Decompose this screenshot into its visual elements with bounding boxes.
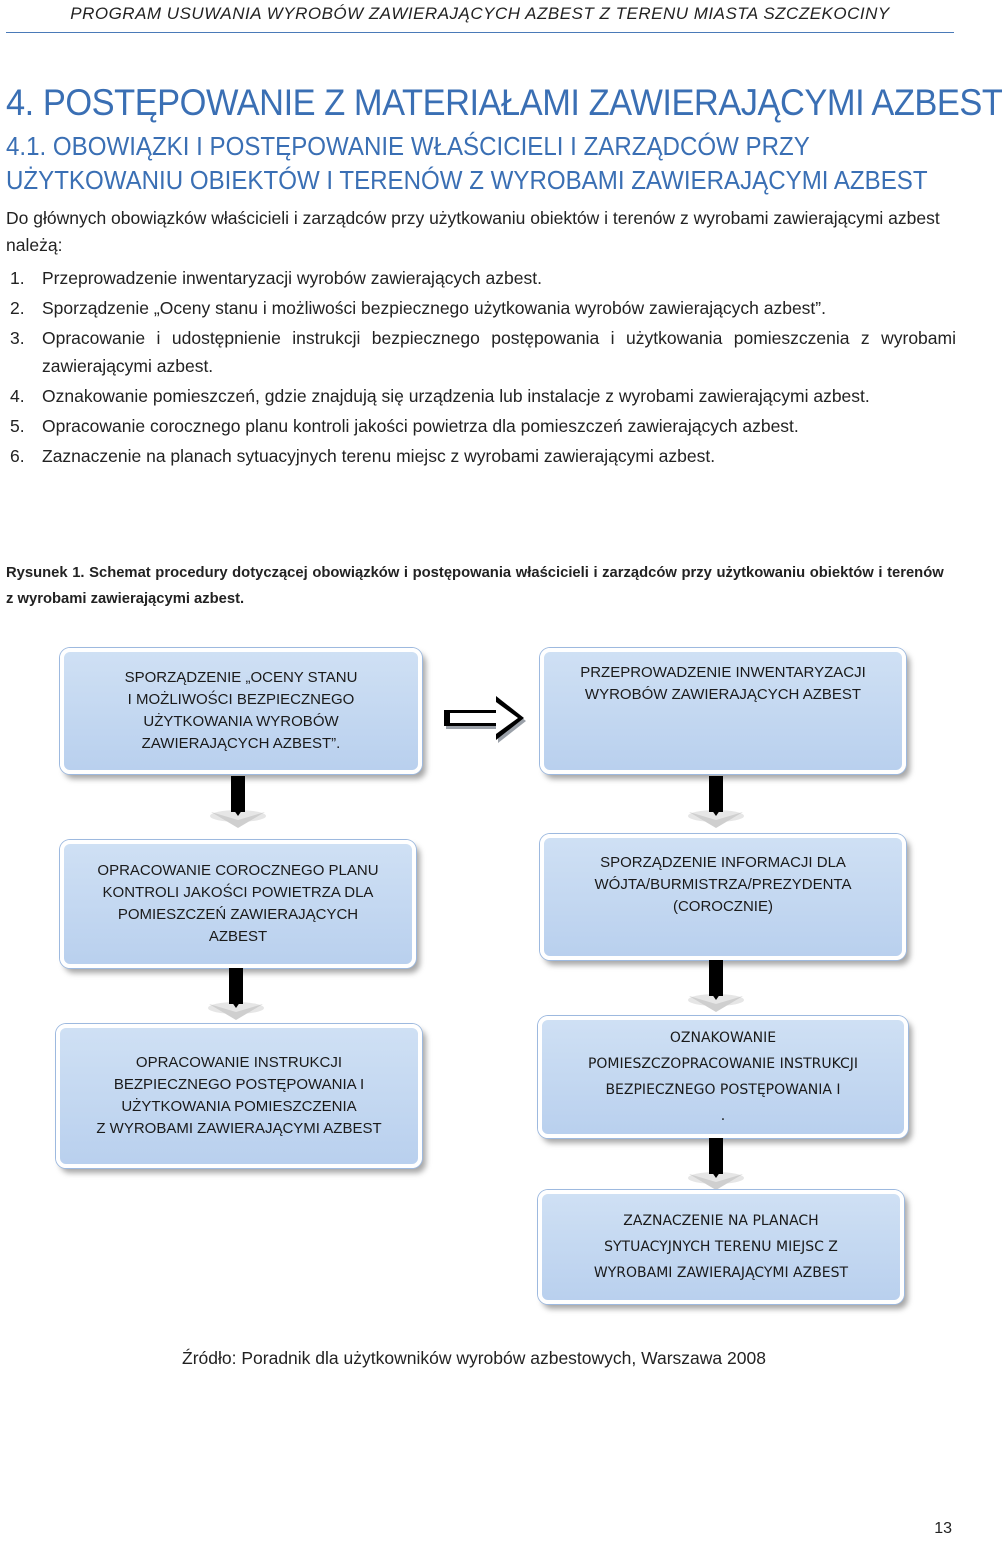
page-number: 13 [934,1520,952,1537]
list-item: 4. Oznakowanie pomieszczeń, gdzie znajdu… [6,382,956,410]
box-informacja-text: SPORZĄDZENIE INFORMACJI DLA WÓJTA/BURMIS… [594,854,852,915]
chapter-heading: 4. POSTĘPOWANIE Z MATERIAŁAMI ZAWIERAJĄC… [6,82,1002,123]
box-inwentaryzacja: PRZEPROWADZENIE INWENTARYZACJI WYROBÓW Z… [540,648,906,774]
list-item: 1. Przeprowadzenie inwentaryzacji wyrobó… [6,264,956,292]
list-item: 6. Zaznaczenie na planach sytuacyjnych t… [6,442,956,470]
list-item-text: Przeprowadzenie inwentaryzacji wyrobów z… [42,268,542,288]
box-oznakowanie: OZNAKOWANIE POMIESZCZOPRACOWANIE INSTRUK… [538,1016,908,1138]
list-item: 5. Opracowanie corocznego planu kontroli… [6,412,956,440]
box-instrukcja-text: OPRACOWANIE INSTRUKCJI BEZPIECZNEGO POST… [96,1054,382,1137]
list-item: 2. Sporządzenie „Oceny stanu i możliwośc… [6,294,956,322]
box-zaznaczenie: ZAZNACZENIE NA PLANACH SYTUACYJNYCH TERE… [538,1190,904,1304]
arrow-down-icon [688,776,744,828]
box-instrukcja: OPRACOWANIE INSTRUKCJI BEZPIECZNEGO POST… [56,1024,422,1168]
source-note: Źródło: Poradnik dla użytkowników wyrobó… [182,1348,766,1368]
arrow-down-icon [688,1138,744,1190]
list-item-number: 3. [10,328,25,348]
header-divider [6,32,954,33]
intro-paragraph: Do głównych obowiązków właścicieli i zar… [6,208,940,255]
box-inwentaryzacja-text: PRZEPROWADZENIE INWENTARYZACJI WYROBÓW Z… [580,664,866,703]
list-item-text: Oznakowanie pomieszczeń, gdzie znajdują … [42,386,870,406]
list-item: 3. Opracowanie i udostępnienie instrukcj… [6,324,956,380]
box-ocena-stanu: SPORZĄDZENIE „OCENY STANU I MOŻLIWOŚCI B… [60,648,422,774]
running-header: PROGRAM USUWANIA WYROBÓW ZAWIERAJĄCYCH A… [70,4,890,23]
figure-caption: Rysunek 1. Schemat procedury dotyczącej … [6,564,944,607]
arrow-down-icon [688,960,744,1012]
section-heading: 4.1. OBOWIĄZKI I POSTĘPOWANIE WŁAŚCICIEL… [6,133,928,195]
list-item-text: Sporządzenie „Oceny stanu i możliwości b… [42,298,826,318]
arrow-down-icon [208,968,264,1020]
box-zaznaczenie-text: ZAZNACZENIE NA PLANACH SYTUACYJNYCH TERE… [593,1213,849,1281]
box-ocena-stanu-text: SPORZĄDZENIE „OCENY STANU I MOŻLIWOŚCI B… [124,669,358,752]
box-oznakowanie-text: OZNAKOWANIE POMIESZCZOPRACOWANIE INSTRUK… [587,1030,859,1124]
list-item-text: Opracowanie corocznego planu kontroli ja… [42,416,799,436]
list-item-number: 2. [10,298,25,318]
arrow-right-icon [444,696,526,743]
list-item-number: 4. [10,386,25,406]
list-item-number: 5. [10,416,25,436]
arrow-down-icon [210,776,266,828]
box-plan-kontroli-text: OPRACOWANIE COROCZNEGO PLANU KONTROLI JA… [97,862,379,945]
box-plan-kontroli: OPRACOWANIE COROCZNEGO PLANU KONTROLI JA… [60,840,416,968]
list-item-number: 1. [10,268,25,288]
list-item-text: Opracowanie i udostępnienie instrukcji b… [42,328,956,376]
obligations-list: 1. Przeprowadzenie inwentaryzacji wyrobó… [6,264,956,472]
box-informacja: SPORZĄDZENIE INFORMACJI DLA WÓJTA/BURMIS… [540,834,906,960]
list-item-text: Zaznaczenie na planach sytuacyjnych tere… [42,446,716,466]
list-item-number: 6. [10,446,25,466]
